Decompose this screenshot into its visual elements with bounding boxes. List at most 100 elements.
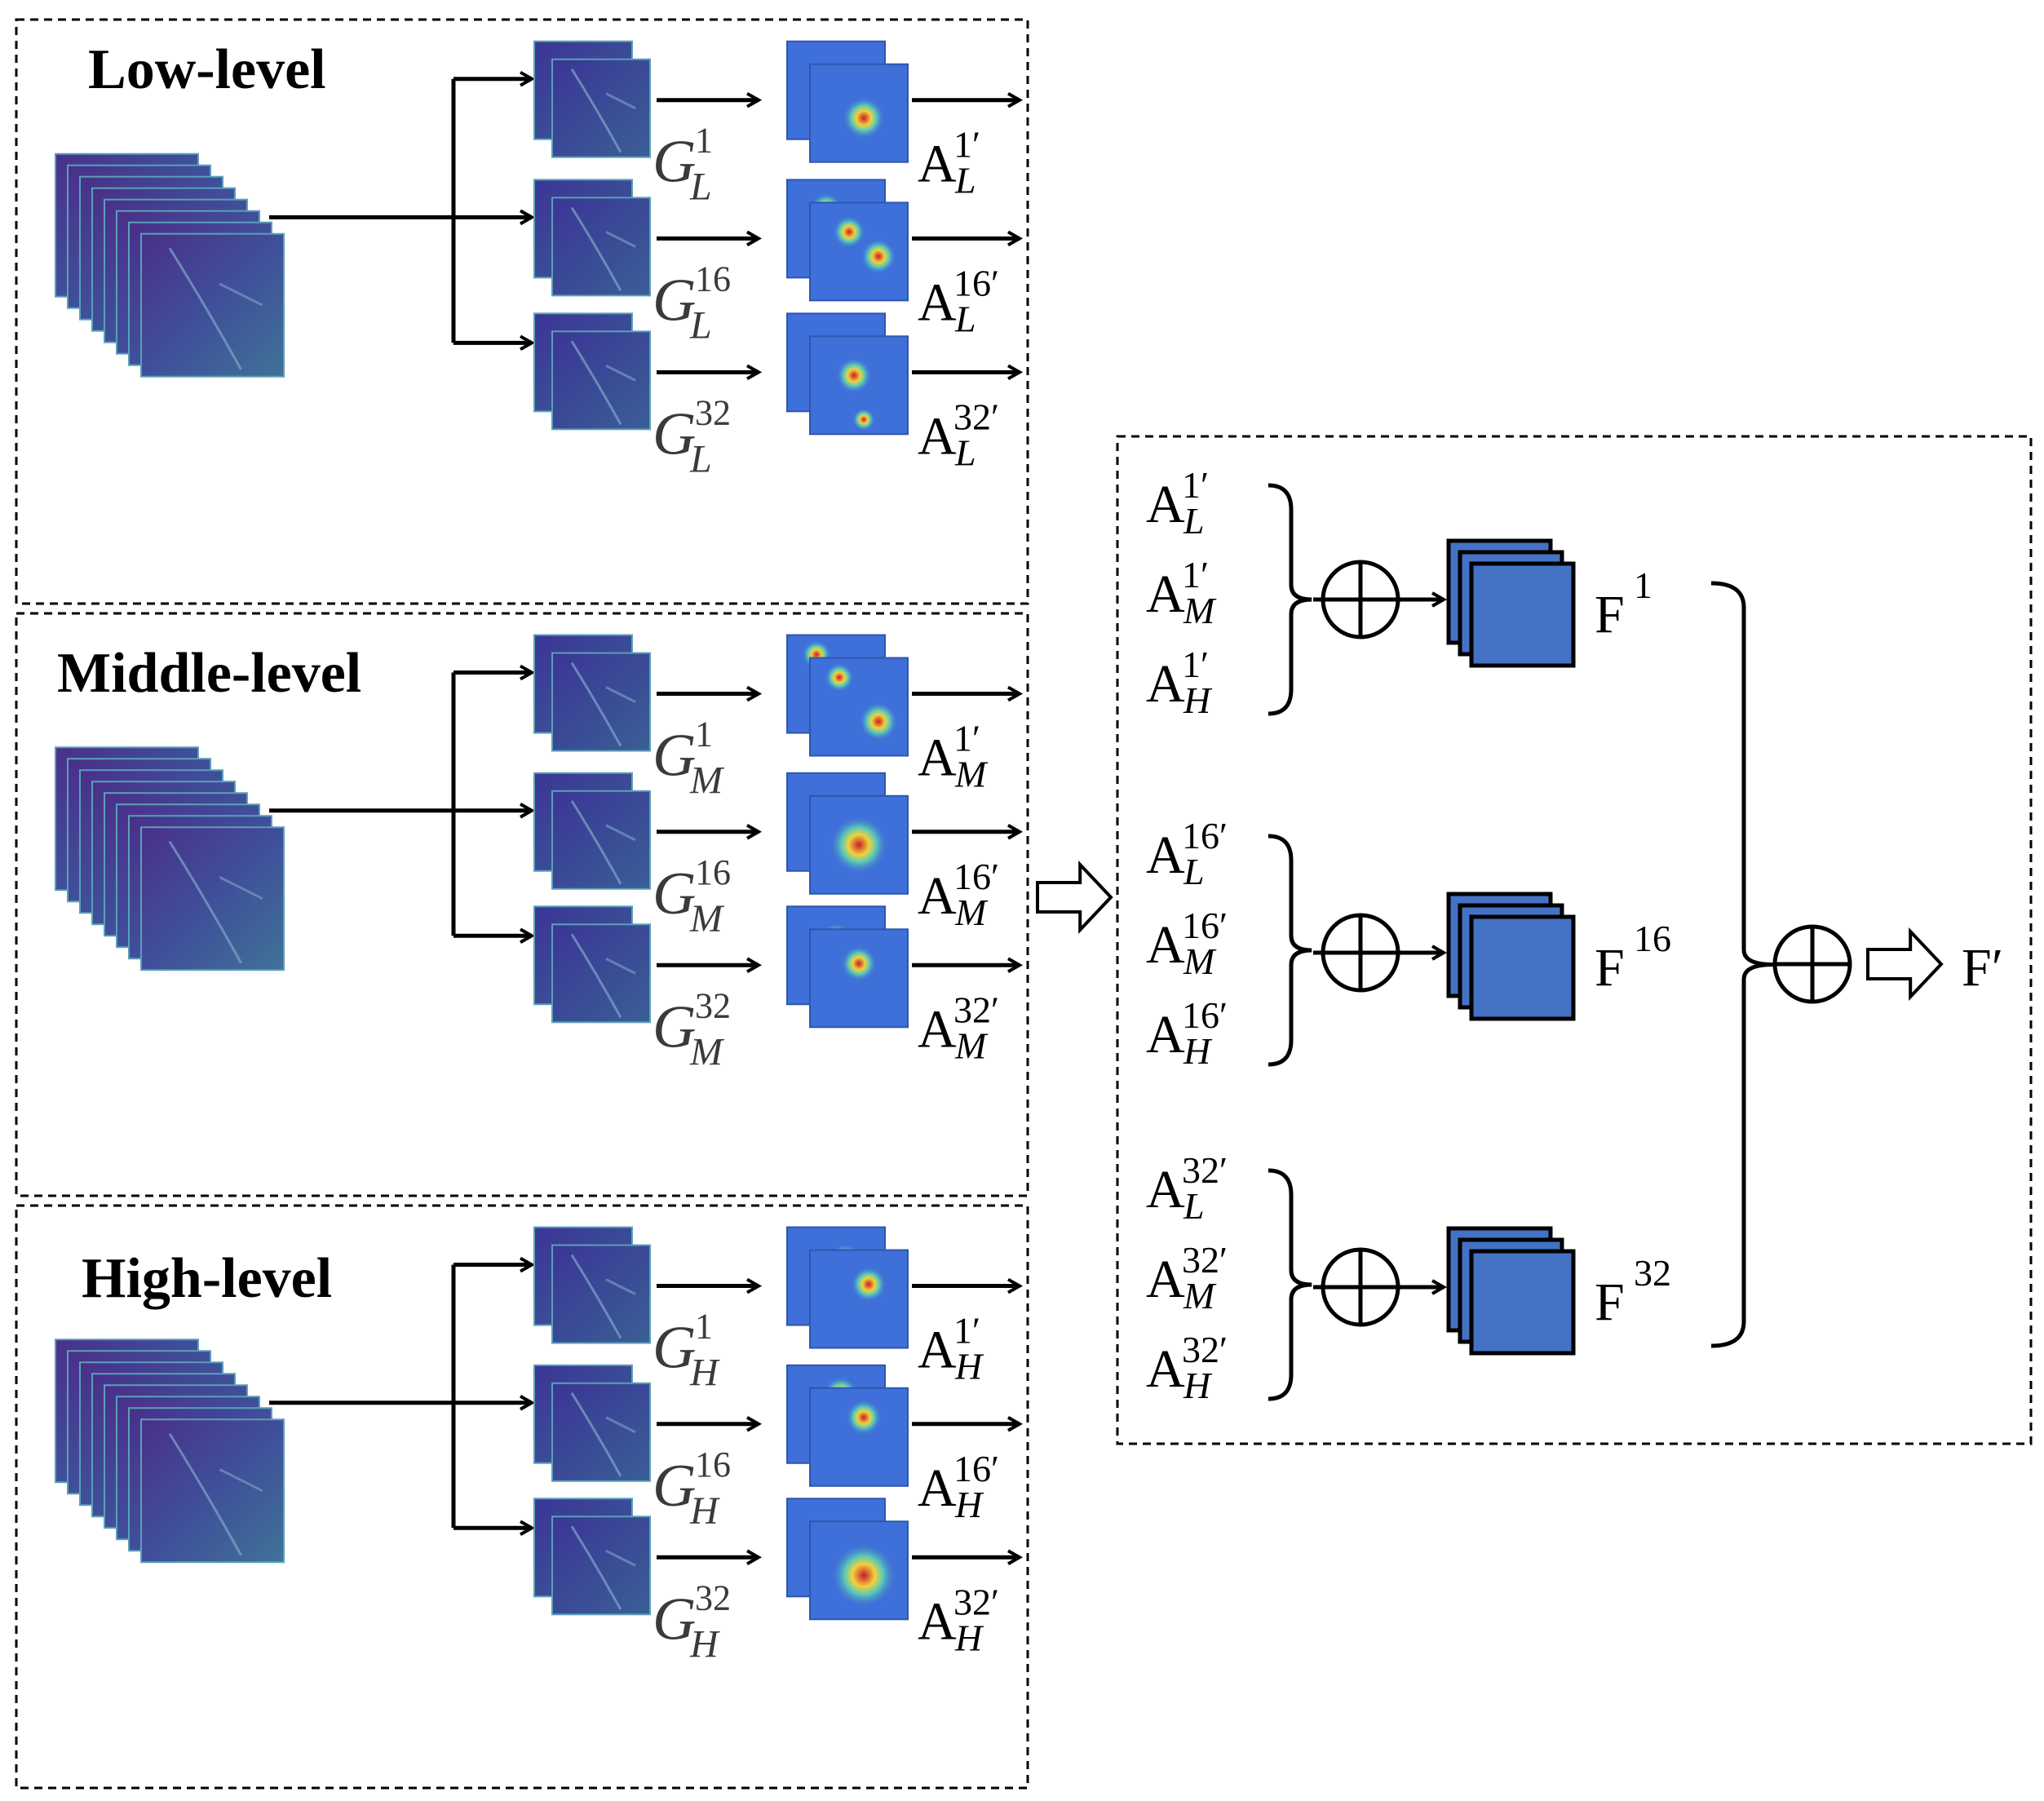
panel-border xyxy=(15,612,1029,1197)
a-label-1-symbol: A xyxy=(918,1321,957,1380)
a-label-32-symbol: A xyxy=(918,999,957,1059)
hollow-arrow-icon xyxy=(1036,860,1113,935)
fusion-a-label-L-symbol: A xyxy=(1146,1160,1185,1219)
g-label-16-superscript: 16 xyxy=(695,1445,731,1485)
a-label-16-superscript: 16′ xyxy=(953,1448,999,1489)
g-label-1-superscript: 1 xyxy=(695,121,713,161)
a-label-32-superscript: 32′ xyxy=(953,989,999,1030)
panel-title: High-level xyxy=(82,1247,332,1310)
g-label-32-subscript: L xyxy=(689,437,712,480)
g-feature-map-1 xyxy=(533,40,651,158)
a-label-1-subscript: L xyxy=(954,160,976,201)
a-label-1-symbol: A xyxy=(918,135,957,194)
curly-brace-icon xyxy=(1268,1168,1312,1401)
g-feature-map-32 xyxy=(533,1498,651,1616)
f-label-superscript: 16 xyxy=(1634,918,1671,959)
fusion-a-label-M-superscript: 32′ xyxy=(1182,1239,1228,1281)
f-label-symbol: F xyxy=(1595,938,1625,998)
a-label-32-subscript: M xyxy=(954,1024,989,1066)
attention-heatmap-1 xyxy=(786,634,909,757)
g-label-32-symbol: G xyxy=(653,400,696,467)
a-label-32-subscript: H xyxy=(954,1617,984,1658)
a-label-32-superscript: 32′ xyxy=(953,396,999,437)
curly-brace-icon xyxy=(1268,483,1312,716)
fusion-a-label-M-symbol: A xyxy=(1146,915,1185,975)
panel-title: Middle-level xyxy=(57,642,361,705)
fusion-a-label-L-superscript: 16′ xyxy=(1182,815,1228,856)
fusion-a-label-L-subscript: L xyxy=(1183,500,1205,542)
a-label-32-symbol: A xyxy=(918,406,957,466)
f-label-superscript: 32 xyxy=(1634,1252,1671,1294)
fusion-a-label-H-subscript: H xyxy=(1183,1365,1213,1406)
hollow-arrow-icon xyxy=(1866,927,1944,1002)
curly-brace-icon xyxy=(1710,581,1774,1348)
f-feature-stack-32 xyxy=(1446,1226,1576,1356)
panel-border xyxy=(15,1204,1029,1790)
fusion-a-label-H-superscript: 1′ xyxy=(1182,644,1209,685)
a-label-16-subscript: H xyxy=(954,1484,984,1525)
a-label-1-superscript: 1′ xyxy=(953,718,980,759)
a-label-32-superscript: 32′ xyxy=(953,1581,999,1622)
g-label-16-subscript: L xyxy=(689,303,712,347)
attention-heatmap-1 xyxy=(786,40,909,163)
g-feature-map-16 xyxy=(533,179,651,297)
attention-heatmap-32 xyxy=(786,905,909,1029)
fusion-a-label-M-symbol: A xyxy=(1146,1250,1185,1309)
fusion-a-label-L-subscript: L xyxy=(1183,851,1205,892)
a-label-1-subscript: H xyxy=(954,1346,984,1387)
g-feature-map-32 xyxy=(533,312,651,431)
f-feature-stack-1 xyxy=(1446,538,1576,668)
a-label-16-symbol: A xyxy=(918,866,957,926)
a-label-16-superscript: 16′ xyxy=(953,262,999,303)
a-label-1-superscript: 1′ xyxy=(953,124,980,166)
attention-heatmap-1 xyxy=(786,1226,909,1349)
a-label-16-subscript: M xyxy=(954,892,989,933)
curly-brace-icon xyxy=(1268,834,1312,1067)
g-label-32-subscript: M xyxy=(689,1030,725,1073)
g-feature-map-16 xyxy=(533,772,651,890)
circle-plus-icon xyxy=(1321,913,1400,993)
fusion-a-label-M-superscript: 16′ xyxy=(1182,905,1228,946)
g-label-32-superscript: 32 xyxy=(695,1578,731,1617)
g-label-1-superscript: 1 xyxy=(695,715,713,754)
g-label-1-subscript: H xyxy=(689,1352,720,1395)
fusion-a-label-M-subscript: M xyxy=(1183,940,1217,982)
fusion-a-label-H-symbol: A xyxy=(1146,654,1185,714)
g-label-32-superscript: 32 xyxy=(695,985,731,1025)
g-label-32-subscript: H xyxy=(689,1622,720,1666)
a-label-16-symbol: A xyxy=(918,272,957,332)
fusion-a-label-M-superscript: 1′ xyxy=(1182,554,1209,595)
panel-title: Low-level xyxy=(88,38,326,101)
input-feature-stack xyxy=(55,153,285,378)
a-label-16-superscript: 16′ xyxy=(953,856,999,897)
g-label-16-symbol: G xyxy=(653,861,696,927)
g-label-32-symbol: G xyxy=(653,993,696,1060)
g-feature-map-1 xyxy=(533,1226,651,1344)
circle-plus-icon xyxy=(1321,560,1400,639)
panel-border xyxy=(15,18,1029,605)
g-feature-map-32 xyxy=(533,905,651,1024)
a-label-16-symbol: A xyxy=(918,1458,957,1518)
fusion-a-label-M-subscript: M xyxy=(1183,590,1217,631)
attention-heatmap-32 xyxy=(786,1498,909,1621)
f-label-superscript: 1 xyxy=(1634,564,1652,606)
fusion-a-label-L-subscript: L xyxy=(1183,1185,1205,1227)
fusion-a-label-L-symbol: A xyxy=(1146,475,1185,534)
g-label-1-superscript: 1 xyxy=(695,1307,713,1347)
fusion-border xyxy=(1116,435,2033,1445)
circle-plus-icon xyxy=(1321,1247,1400,1327)
fusion-a-label-H-subscript: H xyxy=(1183,679,1213,721)
fusion-a-label-L-symbol: A xyxy=(1146,825,1185,885)
g-feature-map-16 xyxy=(533,1364,651,1482)
fusion-a-label-M-symbol: A xyxy=(1146,564,1185,624)
g-label-1-symbol: G xyxy=(653,1315,696,1382)
a-label-1-superscript: 1′ xyxy=(953,1310,980,1352)
g-label-16-subscript: H xyxy=(689,1489,720,1533)
g-label-16-symbol: G xyxy=(653,1453,696,1520)
